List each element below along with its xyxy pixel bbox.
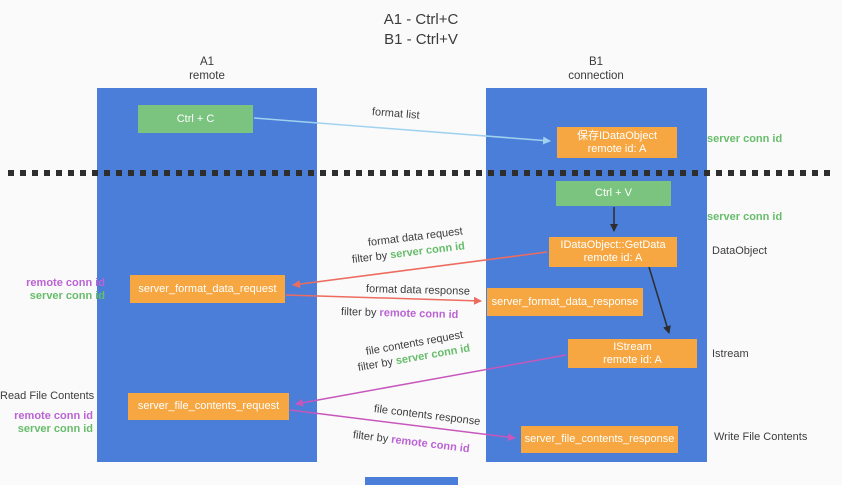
- annotation-server-conn-id-top: server conn id: [707, 133, 783, 145]
- lane-stub-bottom: [365, 477, 458, 485]
- node-ctrl-c-label: Ctrl + C: [176, 112, 215, 125]
- annotation-remote-conn-id: remote conn id: [26, 277, 105, 289]
- arrow-getdata-to-istream: [648, 266, 671, 334]
- node-file-response-label: server_file_contents_response: [524, 433, 675, 445]
- node-istream-line2: remote id: A: [603, 353, 662, 366]
- node-istream: IStream remote id: A: [568, 339, 697, 368]
- title-line-2: B1 - Ctrl+V: [384, 31, 458, 48]
- arrow-format-list: [253, 117, 551, 145]
- arrow-format-data-response: [285, 294, 482, 305]
- annotation-format-conn-ids: remote conn id server conn id: [0, 277, 105, 303]
- annotation-server-conn-id: server conn id: [17, 423, 93, 435]
- title-line-1: A1 - Ctrl+C: [383, 11, 459, 28]
- annotation-file-conn-ids: remote conn id server conn id: [0, 410, 93, 436]
- annotation-read-file-contents: Read File Contents: [0, 390, 95, 402]
- node-ctrl-v-label: Ctrl + V: [595, 187, 632, 199]
- phase-divider-dotted-line: [8, 170, 834, 176]
- annotation-server-conn-id: server conn id: [29, 290, 105, 302]
- arrow-format-data-request: [292, 251, 548, 289]
- node-save-idataobject-line2: remote id: A: [587, 142, 647, 155]
- node-idataobject-getdata: IDataObject::GetData remote id: A: [549, 237, 677, 267]
- node-ctrl-v: Ctrl + V: [556, 181, 671, 206]
- lane-b-subtitle: connection: [568, 70, 624, 82]
- lane-a-subtitle: remote: [189, 70, 225, 82]
- node-save-idataobject-line1: 保存IDataObject: [576, 129, 658, 142]
- node-server-format-data-response: server_format_data_response: [487, 288, 643, 316]
- filter-by-text: filter by: [340, 306, 380, 320]
- lane-b-name: B1: [588, 56, 604, 68]
- node-format-request-label: server_format_data_request: [138, 282, 277, 295]
- node-server-file-contents-request: server_file_contents_request: [128, 393, 289, 420]
- arrow-file-contents-response: [289, 409, 516, 442]
- node-server-format-data-request: server_format_data_request: [130, 275, 285, 303]
- annotation-istream: Istream: [712, 348, 749, 360]
- node-getdata-line1: IDataObject::GetData: [560, 239, 666, 251]
- remote-conn-id-text: remote conn id: [379, 307, 459, 322]
- node-format-response-label: server_format_data_response: [491, 295, 639, 308]
- node-file-request-label: server_file_contents_request: [137, 400, 280, 412]
- lane-a-name: A1: [199, 56, 215, 68]
- lane-b-header: B1 connection: [486, 55, 706, 83]
- annotation-dataobject: DataObject: [712, 245, 768, 257]
- lane-a-header: A1 remote: [97, 55, 317, 83]
- node-server-file-contents-response: server_file_contents_response: [521, 426, 678, 453]
- arrow-file-contents-request: [295, 354, 567, 407]
- node-ctrl-c: Ctrl + C: [138, 105, 253, 133]
- node-istream-line1: IStream: [613, 340, 652, 353]
- node-getdata-line2: remote id: A: [583, 252, 643, 264]
- node-save-idataobject: 保存IDataObject remote id: A: [557, 127, 677, 158]
- diagram-title: A1 - Ctrl+C B1 - Ctrl+V: [321, 10, 521, 50]
- annotation-write-file-contents: Write File Contents: [714, 431, 808, 443]
- annotation-remote-conn-id: remote conn id: [14, 410, 93, 422]
- annotation-server-conn-id-mid: server conn id: [707, 211, 783, 223]
